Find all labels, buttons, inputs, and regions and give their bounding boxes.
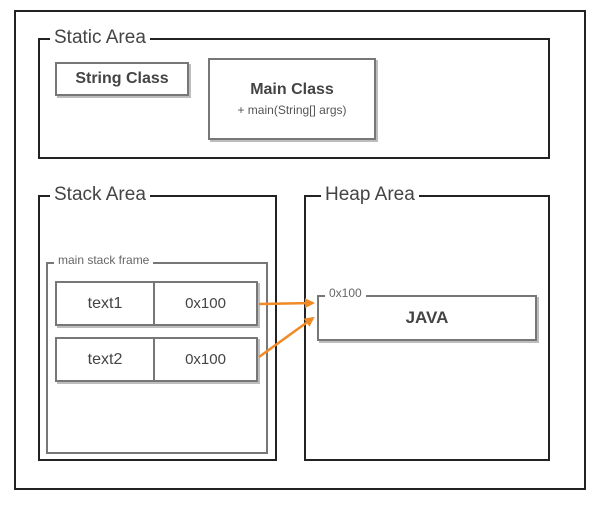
main-class-title: Main Class [250,81,334,98]
string-class-box: String Class [55,62,189,96]
heap-object-address: 0x100 [325,287,366,299]
stack-var-value: 0x100 [185,351,226,368]
stack-row-text2: text2 0x100 [55,337,258,382]
main-stack-frame-label: main stack frame [54,254,154,266]
memory-diagram-outer-frame [14,10,586,490]
heap-area-label: Heap Area [321,185,419,204]
static-area [38,38,550,159]
stack-var-value: 0x100 [185,295,226,312]
stack-area-label: Stack Area [50,185,150,204]
static-area-label: Static Area [50,28,150,47]
stack-var-name: text2 [57,339,155,380]
stack-row-text1: text1 0x100 [55,281,258,326]
main-class-box: Main Class + main(String[] args) [208,58,376,140]
string-class-label: String Class [75,70,169,87]
heap-object-java: JAVA [317,295,537,341]
stack-var-name: text1 [57,283,155,324]
heap-object-value: JAVA [405,308,449,327]
main-class-method: + main(String[] args) [237,103,347,117]
